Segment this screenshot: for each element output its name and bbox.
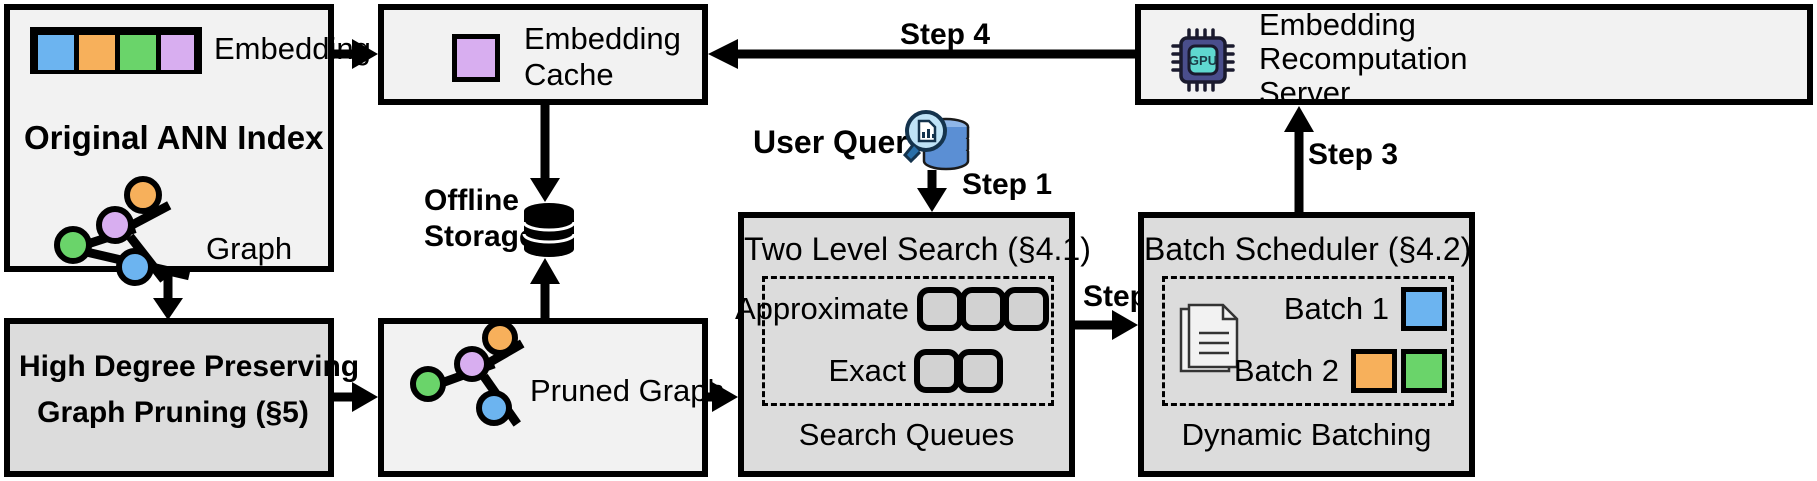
batch-2-label: Batch 2: [1233, 352, 1339, 388]
pruned-node-blue: [476, 390, 512, 426]
recomputation-server-box: GPU Embedding Recomputation Server: [1135, 4, 1813, 110]
step4-label: Step 4: [900, 18, 991, 51]
graph-node-purple: [96, 206, 134, 244]
offline-storage-line2: Storage: [424, 220, 536, 253]
original-ann-index-title: Original ANN Index: [24, 119, 324, 156]
search-queues-group: Approximate Exact: [735, 276, 1054, 406]
batch-scheduler-title: Batch Scheduler (§4.2): [1144, 231, 1472, 267]
batch-row-1: Batch 1: [1261, 287, 1447, 331]
embedding-vector-icon: [30, 27, 202, 74]
recomputation-server-line2: Recomputation: [1259, 41, 1468, 76]
embedding-chip-icon: [452, 34, 500, 82]
pruned-node-purple: [454, 346, 490, 382]
search-queues-footer: Search Queues: [798, 417, 1015, 452]
database-icon: [522, 203, 576, 257]
queue-label-approximate: Approximate: [734, 290, 909, 326]
pruned-node-orange: [482, 320, 518, 356]
dynamic-batching-group: Batch 1 Batch 2: [1162, 276, 1454, 406]
step3-label: Step 3: [1308, 138, 1399, 171]
dynamic-batching-footer: Dynamic Batching: [1181, 417, 1432, 452]
batch-chip-green[interactable]: [1401, 349, 1447, 393]
embedding-cache-line1: Embedding: [524, 21, 681, 56]
queue-slot[interactable]: [917, 287, 963, 331]
batch-chip-blue[interactable]: [1401, 287, 1447, 331]
documents-icon: [1179, 303, 1239, 373]
embedding-cache-box: Embedding Cache: [378, 4, 708, 105]
embedding-label: Embedding: [214, 31, 371, 66]
graph-pruning-box: High Degree Preserving Graph Pruning (§5…: [4, 318, 359, 477]
step1-label: Step 1: [962, 168, 1053, 201]
graph-node-orange: [124, 176, 162, 214]
original-ann-index-box: Embedding Original ANN Index Graph: [4, 4, 371, 286]
graph-node-blue: [116, 248, 154, 286]
queue-row-approximate: Approximate: [735, 287, 1049, 331]
pruned-graph-box: Pruned Graph: [378, 318, 725, 477]
batch-chip-orange[interactable]: [1351, 349, 1397, 393]
recomputation-server-line3: Server: [1259, 75, 1351, 110]
embedding-cache-line2: Cache: [524, 57, 614, 92]
batch-row-2: Batch 2: [1234, 349, 1447, 393]
graph-node-green: [54, 226, 92, 264]
graph-label: Graph: [206, 231, 293, 266]
queue-slot[interactable]: [1003, 287, 1049, 331]
pruned-graph-label: Pruned Graph: [530, 373, 725, 408]
query-search-database-icon: [902, 110, 970, 171]
pruning-title-line2: Graph Pruning (§5): [37, 396, 309, 429]
offline-storage-line1: Offline: [424, 184, 519, 217]
queue-row-exact: Exact: [771, 349, 1049, 393]
pruned-node-green: [410, 366, 446, 402]
queue-slot[interactable]: [957, 349, 1003, 393]
svg-text:GPU: GPU: [1189, 53, 1217, 68]
queue-label-exact: Exact: [828, 352, 906, 388]
recomputation-server-line1: Embedding: [1259, 7, 1416, 42]
batch-1-label: Batch 1: [1283, 290, 1389, 326]
gpu-chip-icon: GPU: [1171, 28, 1235, 92]
queue-slot[interactable]: [960, 287, 1006, 331]
two-level-search-box: Two Level Search (§4.1) Approximate Exac…: [735, 212, 1091, 477]
batch-scheduler-box: Batch Scheduler (§4.2) Batch 1 Batch 2: [1138, 212, 1475, 477]
